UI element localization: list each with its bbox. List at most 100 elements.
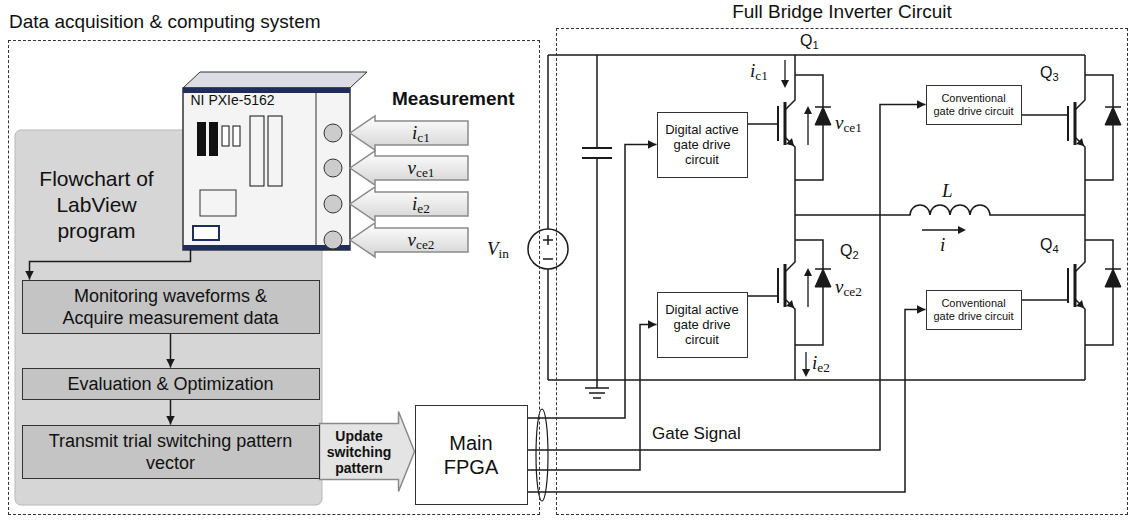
node-text: Evaluation & Optimization — [67, 373, 273, 395]
scope-slot — [250, 116, 264, 186]
signal-name: ie2 — [412, 193, 430, 215]
connector-arrow — [528, 105, 926, 451]
signal-name: ic1 — [412, 122, 430, 144]
symbol-letter: v — [835, 112, 843, 133]
source-polarity — [543, 235, 553, 259]
scope-divider — [316, 93, 317, 245]
measurement-heading: Measurement — [392, 88, 515, 110]
emitter-arrows — [786, 138, 1084, 308]
symbol-subscript: 4 — [1052, 243, 1058, 255]
signal-name: vce2 — [408, 229, 435, 251]
symbol-subscript: in — [499, 246, 509, 261]
connector-arrow — [170, 400, 172, 425]
symbol-letter: Q — [1040, 236, 1052, 253]
scope-module — [209, 122, 218, 156]
node-text: Conventional gate drive circuit — [930, 297, 1018, 323]
symbol-subscript: ce1 — [843, 120, 861, 135]
capacitor-plates — [582, 148, 612, 158]
measurement-arrowheads-small — [781, 80, 966, 377]
scope-module — [197, 122, 206, 156]
scope-body — [183, 88, 350, 250]
symbol-letter: Q — [840, 242, 852, 259]
symbol-subscript: ce2 — [843, 284, 861, 299]
node-text: Main FPGA — [436, 431, 506, 479]
igbt-bars — [785, 102, 1075, 307]
connector-arrow — [528, 145, 657, 419]
symbol-letter: v — [835, 276, 843, 297]
part-name: L — [942, 180, 953, 202]
process-box: Evaluation & Optimization — [22, 368, 320, 400]
arrow-label: Update switching pattern — [323, 428, 396, 476]
signal-name: i — [940, 234, 945, 256]
gate-driver-box: Digital active gate drive circuit — [657, 112, 748, 178]
part-name: Q1 — [800, 32, 819, 50]
measurement-arrow — [350, 223, 468, 257]
scope-top-face — [183, 72, 367, 88]
node-text: Monitoring waveforms & Acquire measureme… — [51, 285, 291, 329]
signal-name: Gate Signal — [652, 424, 741, 444]
node-text: NI PXIe-5162 — [191, 92, 350, 108]
symbol-letter: v — [408, 157, 416, 178]
part-name: Q3 — [1040, 64, 1059, 82]
symbol-subscript: 2 — [852, 249, 858, 261]
scope-module — [200, 190, 236, 216]
inverter-region: Full Bridge Inverter CircuitDigital acti… — [556, 28, 1128, 515]
scope-icon — [193, 226, 219, 240]
signal-name: vce1 — [835, 112, 862, 134]
scope-slot — [268, 116, 282, 186]
fpga-box: Main FPGA — [415, 405, 528, 505]
symbol-subscript: c1 — [755, 68, 768, 83]
scope-connector — [324, 195, 342, 213]
region-heading: Data acquisition & computing system — [9, 11, 539, 33]
measurement-arrow — [350, 187, 468, 221]
symbol-letter: Q — [800, 32, 812, 49]
node-text: Digital active gate drive circuit — [661, 302, 744, 347]
signal-name: ic1 — [750, 60, 768, 82]
block-arrow — [320, 412, 415, 492]
region-heading: Full Bridge Inverter Circuit — [557, 1, 1127, 23]
gate-driver-box: Conventional gate drive circuit — [926, 85, 1022, 125]
signal-bundle — [536, 409, 548, 501]
system-region: Data acquisition & computing systemNI PX… — [8, 40, 540, 515]
signal-name: vce1 — [408, 157, 435, 179]
gate-driver-box: Digital active gate drive circuit — [657, 292, 748, 358]
node-text: Flowchart of LabView program — [27, 166, 167, 244]
oscilloscope: NI PXIe-5162 — [183, 88, 350, 250]
signal-name: ie2 — [812, 352, 830, 374]
signal-name: vce2 — [835, 276, 862, 298]
scope-bottom-bar — [183, 245, 350, 250]
scope-connector — [324, 124, 342, 142]
signal-name: Vin — [487, 238, 509, 260]
symbol-subscript: c1 — [417, 130, 430, 145]
symbol-letter: i — [812, 352, 817, 373]
measurement-arrow — [350, 116, 468, 150]
voltage-source — [528, 229, 568, 269]
symbol-letter: Q — [1040, 64, 1052, 81]
part-name: Q4 — [1040, 236, 1059, 254]
scope-module — [222, 126, 229, 146]
circuit-wires — [548, 55, 1121, 398]
symbol-subscript: 1 — [812, 39, 818, 51]
flowchart-panel: Flowchart of LabView programMonitoring w… — [15, 130, 322, 505]
connector-arrow — [170, 334, 172, 368]
connector-arrow — [30, 250, 191, 280]
measurement-arrow — [350, 151, 468, 185]
process-box: Transmit trial switching pattern vector — [22, 425, 320, 479]
symbol-subscript: ce1 — [416, 165, 434, 180]
scope-module — [233, 126, 240, 146]
scope-connector — [324, 159, 342, 177]
symbol-letter: V — [487, 238, 499, 259]
symbol-subscript: ce2 — [416, 237, 434, 252]
symbol-subscript: e2 — [817, 360, 830, 375]
node-text: Digital active gate drive circuit — [661, 122, 744, 167]
symbol-letter: i — [412, 122, 417, 143]
part-name: Q2 — [840, 242, 859, 260]
gate-driver-box: Conventional gate drive circuit — [926, 290, 1022, 330]
diode-symbols — [815, 107, 1121, 287]
symbol-subscript: 3 — [1052, 71, 1058, 83]
connector-arrow — [528, 325, 657, 471]
process-box: Monitoring waveforms & Acquire measureme… — [22, 280, 320, 334]
symbol-letter: v — [408, 229, 416, 250]
symbol-letter: i — [750, 60, 755, 81]
